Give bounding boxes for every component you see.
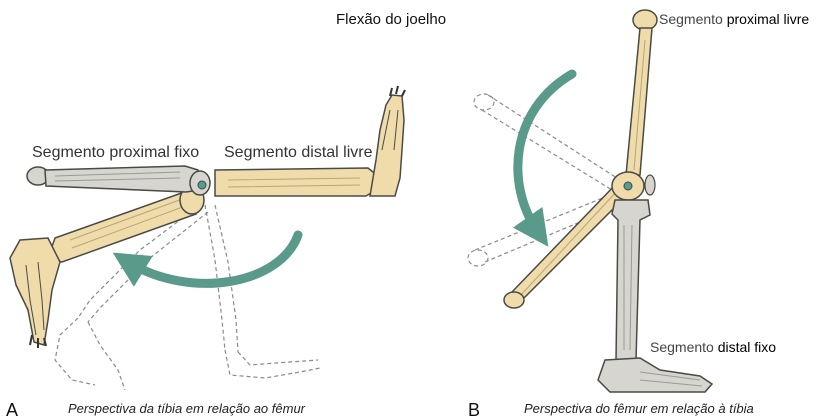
panel-b-knee-pivot-icon bbox=[624, 182, 632, 190]
panel-a-tibia-free bbox=[48, 186, 204, 262]
panel-b-label-fixed-part2: distal fixo bbox=[718, 339, 776, 355]
panel-b-patella bbox=[645, 175, 655, 195]
panel-b-drawing bbox=[468, 10, 712, 392]
panel-a-foot-extended bbox=[370, 86, 405, 196]
panel-b-label-free-part2: proximal livre bbox=[727, 11, 809, 27]
panel-b-foot-fixed bbox=[598, 358, 712, 392]
panel-b-label-fixed-segment: Segmento distal fixo bbox=[650, 339, 776, 355]
panel-a-label-free-segment: Segmento distal livre bbox=[224, 144, 373, 162]
panel-b-label-fixed-part1: Segmento bbox=[650, 339, 714, 355]
panel-b-letter: B bbox=[468, 400, 480, 420]
panel-a-letter: A bbox=[6, 400, 18, 420]
panel-b-tibia-fixed bbox=[612, 200, 650, 360]
panel-a-tibia-extended bbox=[215, 168, 378, 196]
panel-b-rotation-arrow bbox=[518, 74, 572, 232]
panel-b-caption: Perspectiva do fêmur em relação à tíbia bbox=[524, 401, 754, 416]
panel-a-caption: Perspectiva da tíbia em relação ao fêmur bbox=[68, 401, 305, 416]
panel-b-ghost-femur bbox=[468, 94, 620, 266]
panel-b-femur-upright bbox=[626, 10, 657, 175]
panel-b-label-free-part1: Segmento bbox=[659, 11, 723, 27]
panel-a-knee-pivot-icon bbox=[198, 181, 206, 189]
panel-a-drawing bbox=[10, 86, 405, 390]
panel-a-femur-fixed bbox=[27, 166, 210, 195]
figure-title: Flexão do joelho bbox=[336, 11, 446, 28]
panel-a-label-fixed-segment: Segmento proximal fixo bbox=[32, 144, 199, 162]
panel-a-rotation-arrow bbox=[128, 235, 298, 283]
panel-a-foot-free bbox=[10, 238, 60, 348]
panel-b-label-free-segment: Segmento proximal livre bbox=[659, 11, 809, 27]
